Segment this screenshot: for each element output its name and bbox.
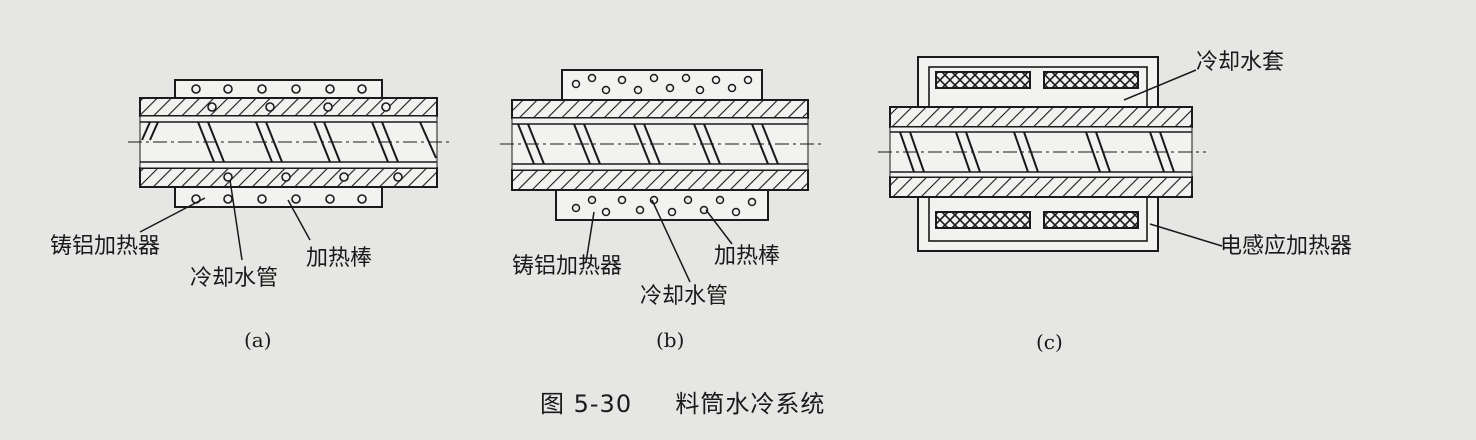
label-cooling-water-pipe-b: 冷却水管 (640, 284, 729, 309)
label-cooling-water-pipe-a: 冷却水管 (190, 266, 279, 291)
panel-b-sublabel: (b) (656, 328, 685, 352)
leader-lines (1123, 69, 1223, 247)
label-cast-aluminum-heater-a: 铸铝加热器 (50, 234, 161, 259)
induction-coil (935, 71, 1031, 89)
label-heating-rod-a: 加热棒 (306, 246, 373, 271)
leader-lines (585, 199, 733, 283)
figure-number: 图 5-30 (540, 390, 633, 418)
induction-coil (935, 211, 1031, 229)
panel-a (128, 79, 452, 261)
heater-block-bottom (174, 186, 383, 208)
leader-lines (139, 179, 311, 261)
panel-c (878, 56, 1223, 252)
label-cast-aluminum-heater-b: 铸铝加热器 (512, 254, 623, 279)
label-cooling-water-jacket: 冷却水套 (1196, 50, 1285, 75)
figure-title: 料筒水冷系统 (675, 390, 826, 418)
induction-coil (1043, 71, 1139, 89)
heater-block-top (174, 79, 383, 99)
panel-a-sublabel: (a) (244, 328, 272, 352)
panel-c-sublabel: (c) (1036, 330, 1063, 354)
induction-coil (1043, 211, 1139, 229)
barrel-wall-top (139, 97, 438, 117)
label-heating-rod-b: 加热棒 (714, 244, 781, 269)
label-induction-heater: 电感应加热器 (1220, 234, 1353, 259)
cooling-water-pipe-holes (191, 84, 403, 204)
barrel-wall-top (889, 106, 1193, 128)
figure-caption: 图 5-30 料筒水冷系统 (540, 392, 825, 416)
barrel-wall-bottom (511, 169, 809, 191)
barrel-wall-top (511, 99, 809, 119)
barrel-wall-bottom (889, 176, 1193, 198)
panel-b (500, 69, 822, 283)
